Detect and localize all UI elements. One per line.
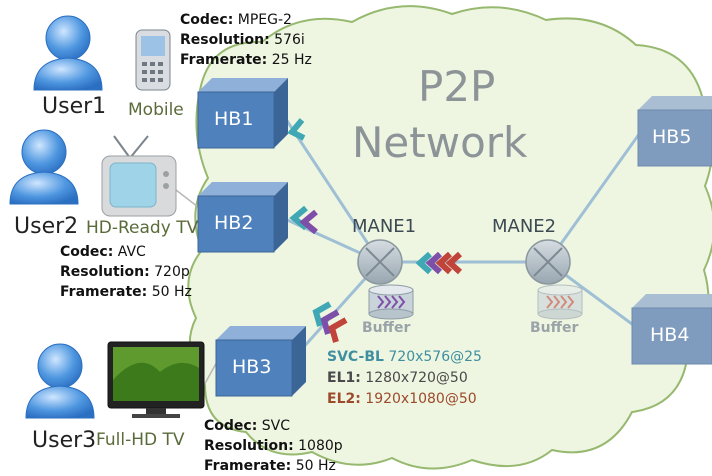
info-value: MPEG-2 <box>237 12 292 28</box>
info-value: 576i <box>274 32 305 48</box>
buffer-2-label: Buffer <box>530 320 579 336</box>
layer-name: EL1: <box>327 370 361 386</box>
info-value: 50 Hz <box>151 284 192 300</box>
link-mane2-hb5 <box>546 129 644 263</box>
info-key: Framerate: <box>60 284 148 300</box>
hb4-box <box>631 294 712 365</box>
user2-label: User2 <box>14 214 79 239</box>
hb1-label: HB1 <box>214 108 254 130</box>
hb1-box <box>197 78 288 149</box>
info-value: AVC <box>117 244 146 260</box>
info-key: Resolution: <box>204 438 294 454</box>
info-value: 720p <box>154 264 190 280</box>
mobile-label: Mobile <box>128 100 184 120</box>
layer-name: EL2: <box>327 391 361 407</box>
layer-value: 1920x1080@50 <box>365 391 477 407</box>
layer-name: SVC-BL <box>327 349 384 365</box>
user3-info: Codec: SVC Resolution: 1080p Framerate: … <box>204 416 343 476</box>
info-value: 50 Hz <box>295 458 336 474</box>
user2-info: Codec: AVC Resolution: 720p Framerate: 5… <box>60 242 192 302</box>
stream-chevrons-hb3 <box>312 301 348 343</box>
hb2-box <box>197 182 288 253</box>
mobile-phone-icon <box>135 29 171 91</box>
stream-chevrons-hb2 <box>289 205 318 235</box>
info-key: Codec: <box>180 12 234 28</box>
info-key: Resolution: <box>180 32 270 48</box>
mane2-router <box>525 239 571 285</box>
user2-icon <box>9 129 79 205</box>
hb2-label: HB2 <box>214 212 254 234</box>
hd-ready-tv-icon <box>101 135 177 217</box>
hd-ready-tv-label: HD-Ready TV <box>86 218 199 238</box>
full-hd-tv-icon <box>107 341 205 418</box>
buffer-1-label: Buffer <box>362 320 411 336</box>
info-key: Resolution: <box>60 264 150 280</box>
user3-label: User3 <box>32 428 97 453</box>
hb5-box <box>637 96 712 167</box>
stream-chevrons-mane <box>415 251 463 275</box>
layer-legend: SVC-BL 720x576@25 EL1: 1280x720@50 EL2: … <box>327 347 482 410</box>
info-key: Codec: <box>60 244 114 260</box>
mane1-router <box>357 239 403 285</box>
info-value: 1080p <box>298 438 343 454</box>
layer-value: 1280x720@50 <box>365 370 468 386</box>
network-title: Network <box>352 118 528 167</box>
user1-icon <box>33 15 103 91</box>
hb4-label: HB4 <box>650 324 690 346</box>
info-key: Codec: <box>204 418 258 434</box>
hb3-box <box>215 326 306 397</box>
hb5-label: HB5 <box>652 126 692 148</box>
layer-value: 720x576@25 <box>388 349 482 365</box>
buffer-2-icon <box>537 284 583 320</box>
stream-chevrons-hb1 <box>287 118 306 141</box>
user1-label: User1 <box>42 94 107 119</box>
info-value: 25 Hz <box>271 52 312 68</box>
info-key: Framerate: <box>204 458 292 474</box>
info-key: Framerate: <box>180 52 268 68</box>
info-value: SVC <box>261 418 291 434</box>
buffer-1-icon <box>368 284 414 320</box>
hb3-label: HB3 <box>232 356 272 378</box>
mane1-label: MANE1 <box>352 216 417 237</box>
full-hd-tv-label: Full-HD TV <box>96 430 185 450</box>
user3-icon <box>25 343 95 419</box>
user1-info: Codec: MPEG-2 Resolution: 576i Framerate… <box>180 10 312 70</box>
p2p-title: P2P <box>418 62 496 111</box>
link-hb1-mane1 <box>270 97 382 263</box>
mane2-label: MANE2 <box>492 216 557 237</box>
